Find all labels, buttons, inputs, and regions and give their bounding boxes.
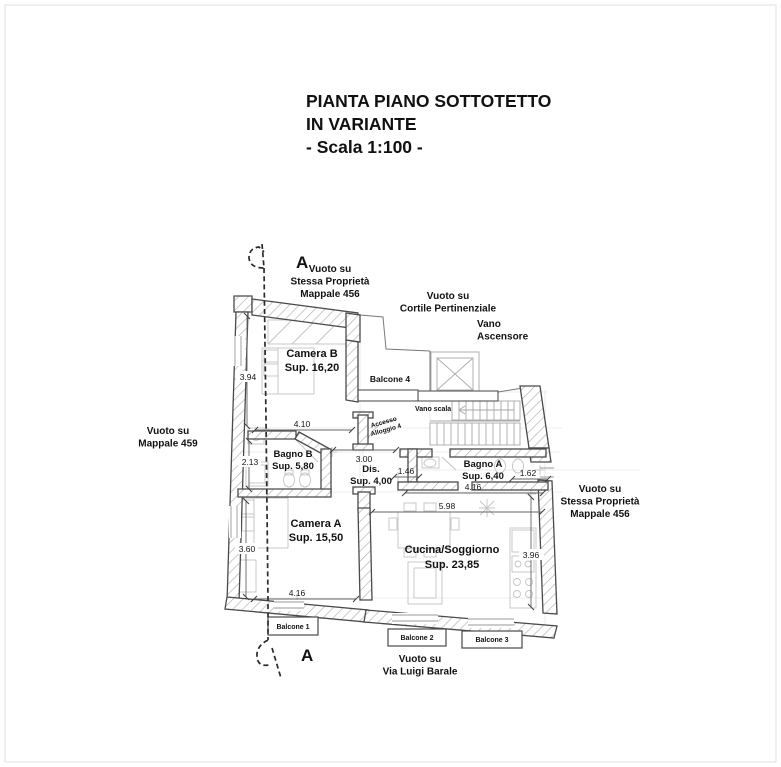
boundary-outlines (359, 314, 524, 393)
label-dis-area: Sup. 4,00 (350, 476, 392, 487)
label-courtyard-1: Vuoto su (427, 291, 469, 302)
dim-text-chips (235, 371, 544, 560)
door-swing-bagno-a (441, 456, 457, 471)
pillar-dis-bottom (352, 486, 376, 511)
wall-camera-b-right (345, 312, 361, 343)
title-line-3: - Scala 1:100 - (306, 137, 423, 157)
label-left-parcel-2: Mappale 459 (138, 439, 198, 450)
label-top-property-2: Stessa Proprietà (291, 277, 370, 288)
label-camera-a-area: Sup. 15,50 (289, 532, 343, 544)
label-bagno-a-area: Sup. 6,40 (462, 471, 504, 482)
elevator-shaft (430, 351, 480, 397)
dim-360: 3.60 (239, 544, 256, 554)
label-balcone-2: Balcone 2 (400, 635, 433, 642)
dimension-texts: 3.94 2.13 3.60 4.10 3.00 1.46 4.16 5.98 … (239, 372, 540, 598)
bed-camera-b (261, 347, 315, 395)
label-bagno-b: Bagno B (273, 449, 312, 460)
label-street-2: Via Luigi Barale (383, 667, 458, 678)
outside-labels: Vuoto su Stessa Proprietà Mappale 456 Vu… (138, 264, 640, 678)
label-camera-a: Camera A (291, 518, 342, 530)
wall-bagno-a-bottom-1 (397, 481, 459, 491)
plant-icon (479, 499, 495, 517)
dim-213: 2.13 (242, 457, 259, 467)
balcony-labels: Balcone 1 Balcone 2 Balcone 3 Balcone 4 (276, 374, 508, 644)
kitchen-island (407, 561, 443, 605)
wall-balcone4 (345, 339, 359, 403)
wall-bagno-b-right (320, 448, 332, 494)
balcone-1-box (267, 616, 319, 636)
dim-396: 3.96 (523, 550, 540, 560)
label-bagno-b-area: Sup. 5,80 (272, 461, 314, 472)
label-elevator-1: Vano (477, 319, 501, 330)
wall-bagno-b-top (247, 430, 297, 440)
label-cucina: Cucina/Soggiorno (405, 544, 500, 556)
door-swing-camera-b (295, 439, 319, 463)
label-camera-b-area: Sup. 16,20 (285, 362, 339, 374)
label-top-property-3: Mappale 456 (300, 289, 360, 300)
slabs (355, 389, 499, 402)
label-right-property-3: Mappale 456 (570, 509, 630, 520)
label-balcone-4: Balcone 4 (370, 374, 410, 384)
label-cucina-area: Sup. 23,85 (425, 559, 479, 571)
wall-bagno-b-bottom (237, 488, 332, 498)
label-dis: Dis. (362, 464, 379, 475)
label-balcone-1: Balcone 1 (276, 624, 309, 631)
furniture-layer (237, 319, 537, 609)
label-right-property-1: Vuoto su (579, 484, 621, 495)
staircase (429, 400, 521, 446)
wall-bagno-a-bottom-2 (471, 481, 549, 491)
bagno-a-fixtures (421, 456, 524, 474)
dimension-ticks (242, 312, 552, 611)
room-labels: Camera B Sup. 16,20 Bagno B Sup. 5,80 Di… (272, 348, 504, 571)
title-line-2: IN VARIANTE (306, 114, 417, 134)
wall-right-cucina (537, 479, 558, 615)
label-vano-scala: Vano scala (415, 406, 451, 413)
dim-416-bottom: 4.16 (289, 588, 306, 598)
label-elevator-2: Ascensore (477, 332, 529, 343)
dim-146: 1.46 (398, 466, 415, 476)
title-line-1: PIANTA PIANO SOTTOTETTO (306, 91, 552, 111)
label-street-1: Vuoto su (399, 654, 441, 665)
label-camera-b: Camera B (286, 348, 337, 360)
label-top-property-1: Vuoto su (309, 264, 351, 275)
label-bagno-a: Bagno A (464, 459, 503, 470)
wall-topleft-notch (233, 295, 253, 313)
label-balcone-3: Balcone 3 (475, 637, 508, 644)
balcone-2-box (387, 628, 447, 647)
section-marker-top: A (296, 253, 308, 272)
section-marker-bottom: A (301, 646, 313, 665)
dim-300: 3.00 (356, 454, 373, 464)
dim-394: 3.94 (240, 372, 257, 382)
balconies-layer (267, 616, 523, 649)
stair-top-slab (417, 390, 499, 402)
windows-layer (229, 336, 554, 628)
dim-598: 5.98 (439, 501, 456, 511)
label-left-parcel-1: Vuoto su (147, 426, 189, 437)
dim-162: 1.62 (520, 468, 537, 478)
drawing-title: PIANTA PIANO SOTTOTETTO IN VARIANTE - Sc… (306, 90, 551, 159)
label-courtyard-2: Cortile Pertinenziale (400, 304, 497, 315)
wall-camera-a-cucina (357, 507, 373, 601)
wall-bagno-a-top-2 (449, 448, 547, 458)
label-right-property-2: Stessa Proprietà (561, 497, 640, 508)
dim-416-top: 4.16 (465, 482, 482, 492)
balcone-3-box (461, 630, 523, 649)
dim-410: 4.10 (294, 419, 311, 429)
section-line: A A (248, 243, 313, 679)
balcone4-slab (355, 389, 419, 402)
kitchen-counter (509, 527, 537, 609)
page-frame (4, 4, 777, 763)
pillar-dis-top (352, 411, 374, 451)
